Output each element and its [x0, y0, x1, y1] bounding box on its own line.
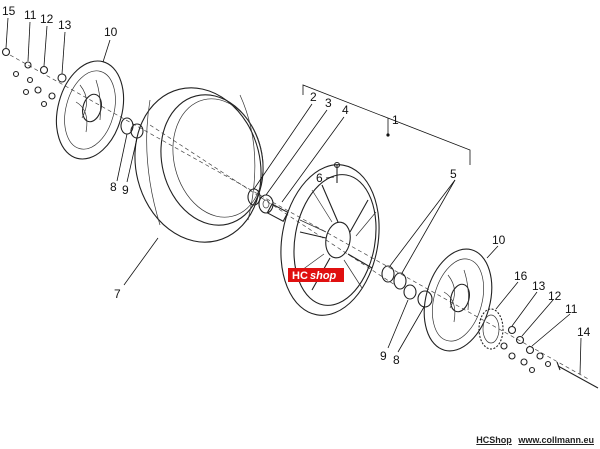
callout-4: 4: [342, 103, 349, 117]
callout-12-right: 12: [548, 289, 562, 303]
rim-group-bracket: [302, 84, 471, 165]
callout-11-left: 11: [24, 8, 37, 22]
callout-11-right: 11: [565, 302, 578, 316]
rim: [280, 164, 380, 316]
footer-shop-name: HCShop: [476, 435, 512, 445]
callout-16: 16: [514, 269, 528, 283]
callout-13-right: 13: [532, 279, 546, 293]
left-brake-disc: [55, 60, 125, 160]
callout-9-left: 9: [122, 183, 129, 197]
callout-5: 5: [450, 167, 457, 181]
callout-15-left: 15: [2, 4, 16, 18]
right-hardware-group: [500, 325, 552, 374]
tire: [134, 87, 264, 243]
callout-12-left: 12: [40, 12, 54, 26]
valve: [333, 161, 341, 183]
leader-lines: [5, 17, 582, 375]
callout-9-right: 9: [380, 349, 387, 363]
callout-1: 1: [392, 113, 399, 127]
sensor-ring: [478, 308, 504, 350]
right-brake-disc: [423, 248, 493, 352]
footer-credit: HCShop www.collmann.eu: [476, 435, 594, 445]
right-bearing-spacer: [403, 284, 433, 308]
footer-website-link[interactable]: www.collmann.eu: [518, 435, 594, 445]
callout-2: 2: [310, 90, 317, 104]
hcshop-watermark: HC shop: [288, 268, 344, 282]
callout-10-right: 10: [492, 233, 506, 247]
callout-8-left: 8: [110, 180, 117, 194]
left-hardware-group: [1, 47, 67, 108]
rim-bearings-left: [247, 188, 289, 223]
watermark-prefix: HC: [292, 270, 308, 282]
axle: [556, 361, 599, 389]
callout-3: 3: [325, 96, 332, 110]
callout-14: 14: [577, 325, 591, 339]
callout-10-left: 10: [104, 25, 118, 39]
watermark-suffix: shop: [310, 270, 337, 282]
rim-bearings-right: [381, 265, 407, 290]
callout-6: 6: [316, 171, 323, 185]
callout-8-right: 8: [393, 353, 400, 367]
callout-13-left: 13: [58, 18, 72, 32]
callout-labels: 15 11 12 13 10 8 9 7 2 3 4 1 6 5 10 16 1…: [2, 4, 591, 367]
callout-7: 7: [114, 287, 121, 301]
